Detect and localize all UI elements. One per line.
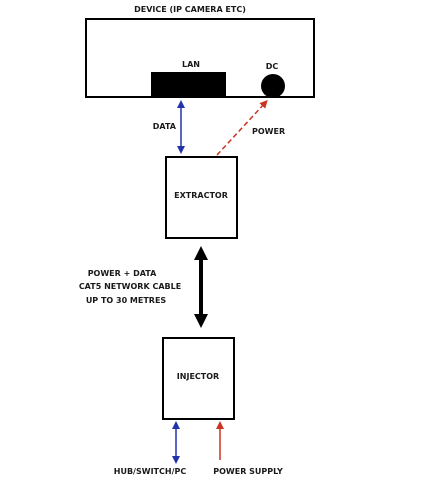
- power-label: POWER: [252, 127, 285, 136]
- cable-note-line-1: POWER + DATA: [88, 269, 157, 278]
- cable-note-line-2: CAT5 NETWORK CABLE: [79, 282, 181, 291]
- lan-port: [151, 72, 226, 97]
- cable-note-line-3: UP TO 30 METRES: [86, 296, 167, 305]
- device-title: DEVICE (IP CAMERA ETC): [134, 5, 246, 14]
- power-arrow: [216, 100, 268, 156]
- injector-box: [162, 337, 235, 420]
- dc-label: DC: [266, 62, 279, 71]
- dc-jack: [261, 74, 285, 98]
- injector-label: INJECTOR: [177, 372, 219, 381]
- lan-label: LAN: [182, 60, 200, 69]
- extractor-label: EXTRACTOR: [174, 191, 228, 200]
- extractor-box: [165, 156, 238, 239]
- hub-label: HUB/SWITCH/PC: [114, 467, 187, 476]
- data-label: DATA: [153, 122, 177, 131]
- power-supply-label: POWER SUPPLY: [213, 467, 283, 476]
